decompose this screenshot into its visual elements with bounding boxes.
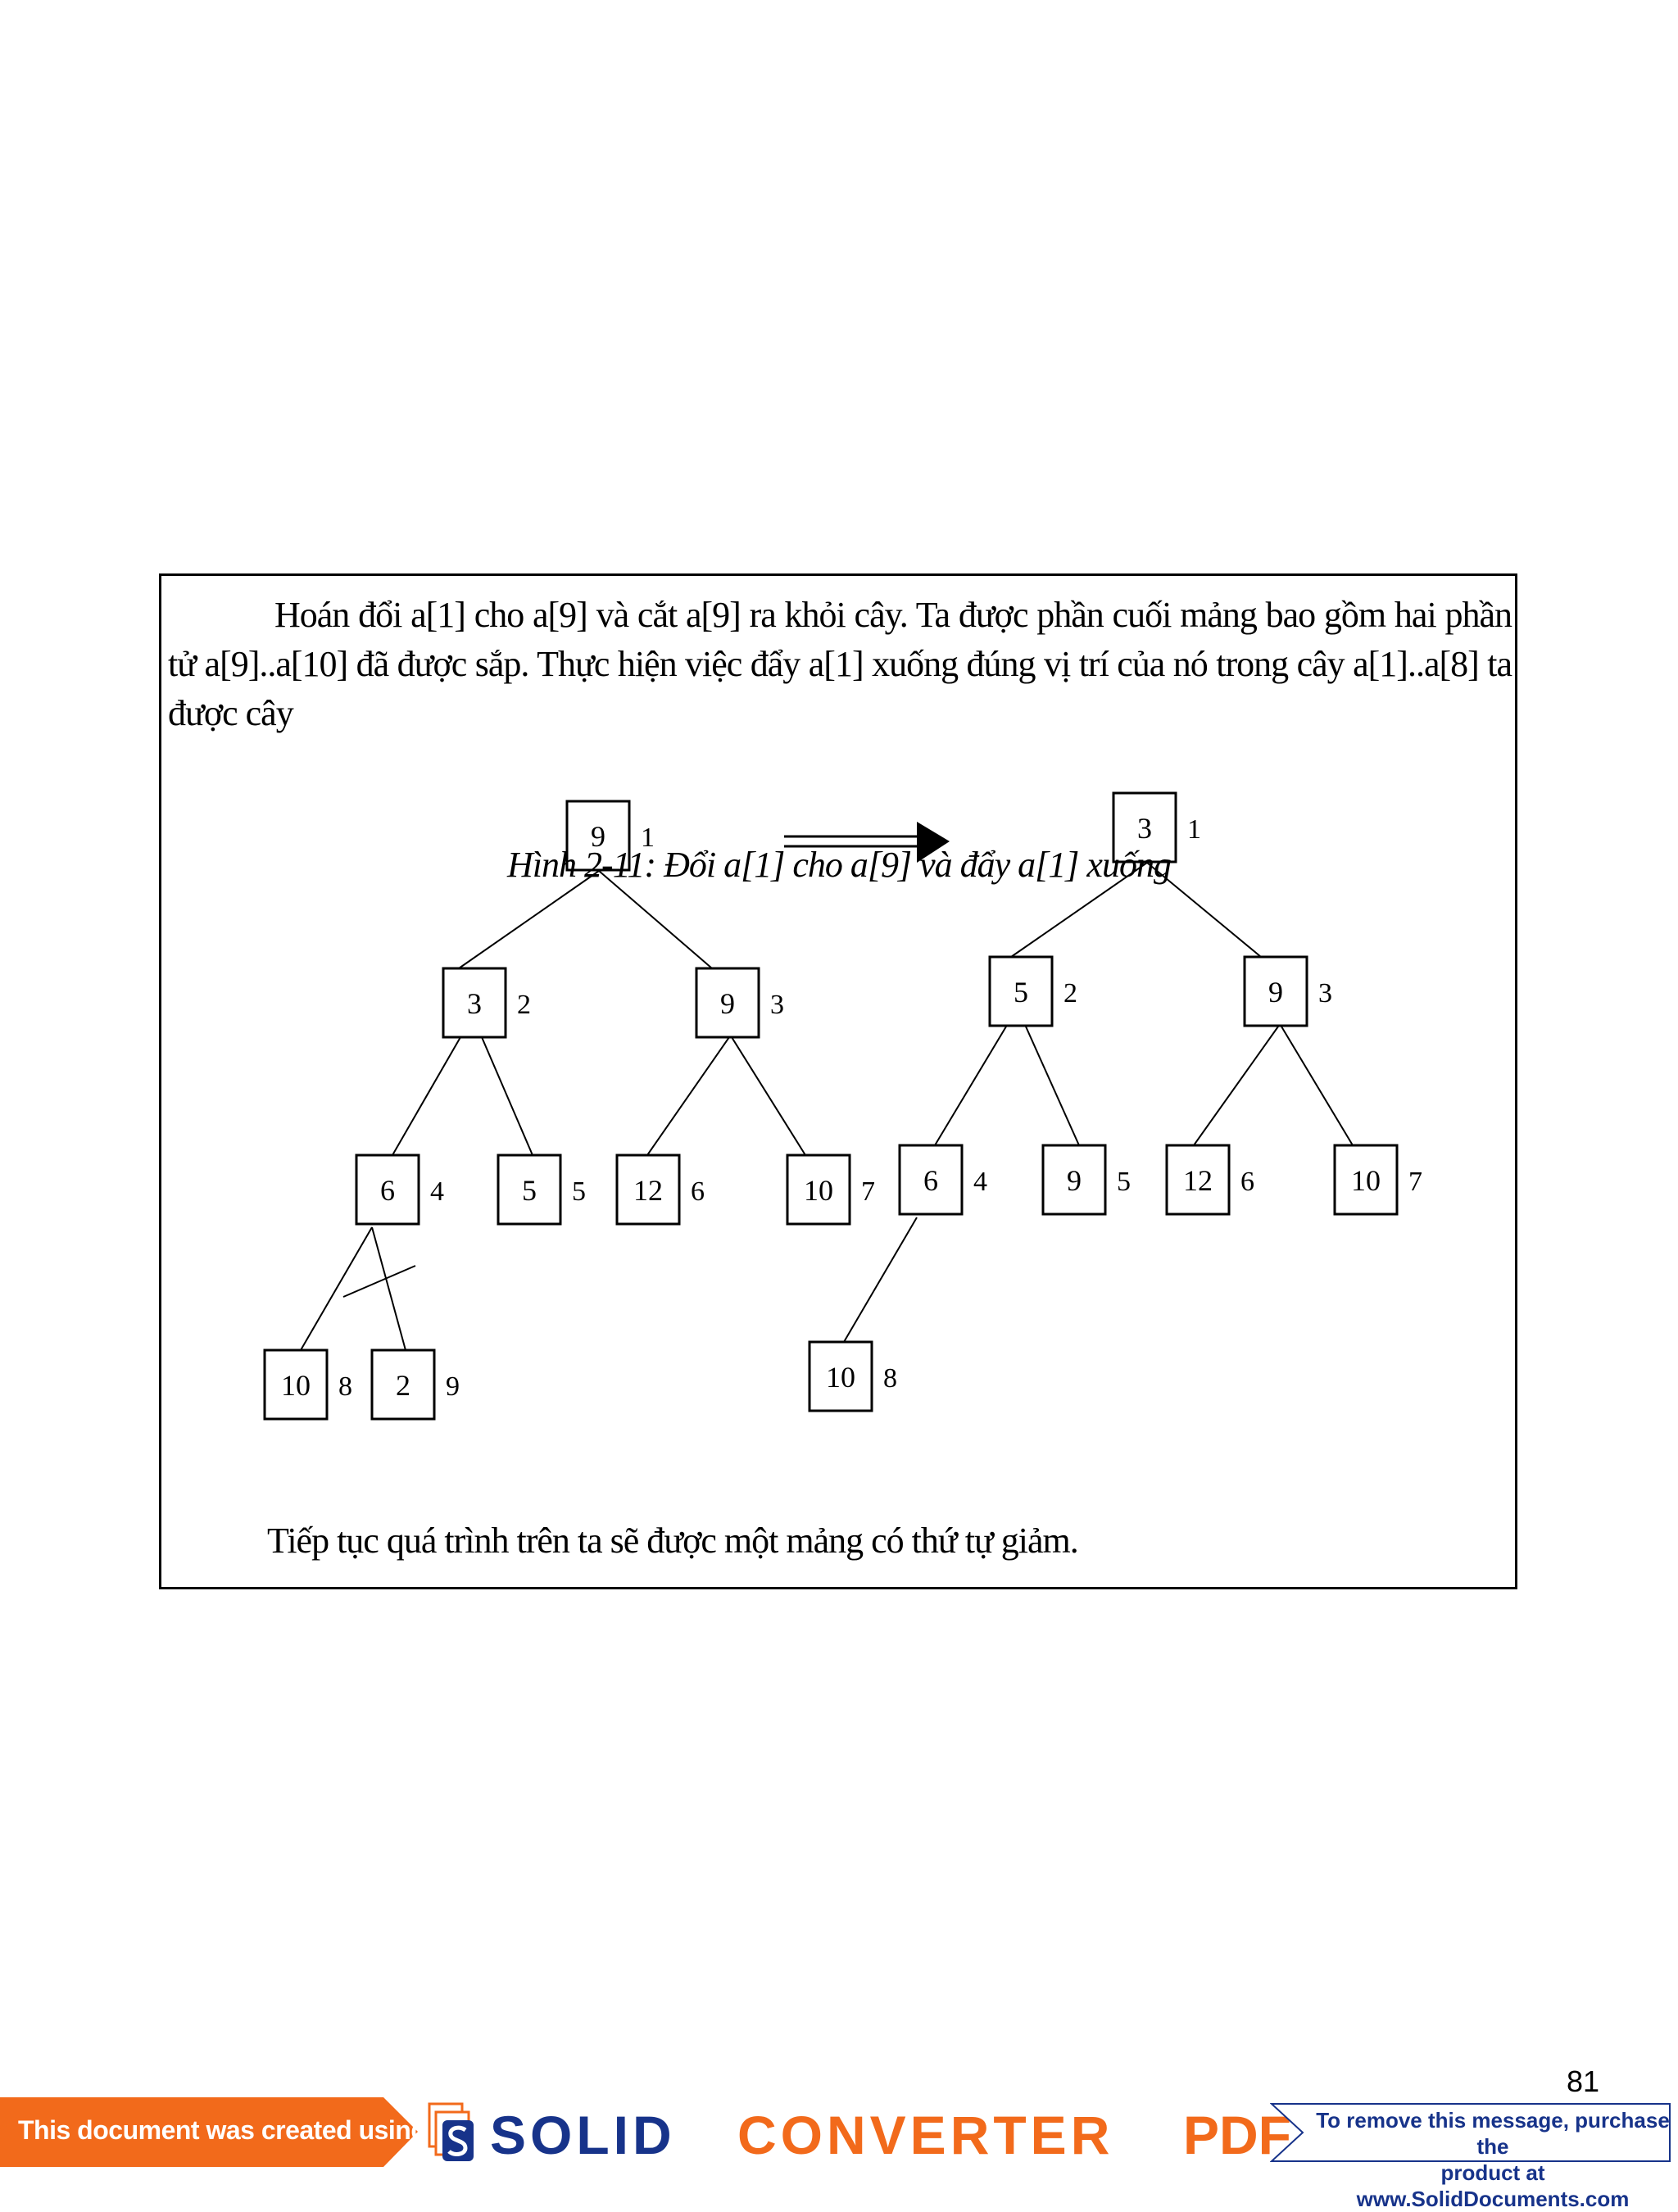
node-index: 2 bbox=[1063, 978, 1077, 1009]
node-value: 6 bbox=[380, 1174, 395, 1207]
node-box bbox=[355, 1154, 420, 1226]
node-index: 4 bbox=[430, 1176, 444, 1207]
node-index: 2 bbox=[517, 990, 531, 1020]
node-value: 3 bbox=[467, 987, 482, 1020]
node-index: 5 bbox=[572, 1176, 586, 1207]
right-tree-node-8: 10 8 bbox=[808, 1340, 897, 1412]
brand-solid: SOLID bbox=[490, 2105, 676, 2165]
node-value: 9 bbox=[1268, 976, 1283, 1009]
node-box bbox=[1333, 1144, 1399, 1216]
node-value: 12 bbox=[633, 1174, 663, 1207]
node-value: 10 bbox=[281, 1369, 311, 1402]
node-box bbox=[497, 1154, 562, 1226]
node-box bbox=[786, 1154, 851, 1226]
left-tree-node-7: 10 7 bbox=[786, 1154, 875, 1226]
remove-message-text: To remove this message, purchase the pro… bbox=[1313, 2107, 1673, 2212]
node-box bbox=[263, 1349, 329, 1421]
node-index: 3 bbox=[770, 990, 784, 1020]
node-value: 5 bbox=[1014, 976, 1028, 1009]
figure-caption: Hình 2-11: Đổi a[1] cho a[9] và đẩy a[1]… bbox=[507, 845, 1172, 885]
closing-paragraph: Tiếp tục quá trình trên ta sẽ được một m… bbox=[267, 1521, 1079, 1561]
node-value: 6 bbox=[923, 1164, 938, 1197]
node-value: 2 bbox=[396, 1369, 410, 1402]
node-index: 1 bbox=[641, 823, 655, 853]
left-tree-node-6: 12 6 bbox=[615, 1154, 705, 1226]
content-frame: Hoán đổi a[1] cho a[9] và cắt a[9] ra kh… bbox=[159, 573, 1517, 1589]
created-using-ribbon bbox=[0, 2097, 418, 2167]
created-using-text: This document was created using bbox=[18, 2115, 427, 2145]
node-value: 9 bbox=[1067, 1164, 1082, 1197]
solid-documents-logo-icon bbox=[428, 2102, 474, 2161]
cut-mark bbox=[342, 1265, 416, 1298]
brand-converter: CONVERTER bbox=[737, 2105, 1114, 2165]
node-index: 7 bbox=[1408, 1167, 1422, 1197]
remove-message-link[interactable]: To remove this message, purchase the pro… bbox=[1270, 2102, 1673, 2211]
node-value: 9 bbox=[720, 987, 735, 1020]
node-value: 5 bbox=[522, 1174, 537, 1207]
node-index: 8 bbox=[883, 1363, 897, 1394]
node-box bbox=[898, 1144, 964, 1216]
node-index: 9 bbox=[446, 1371, 460, 1402]
node-value: 10 bbox=[1351, 1164, 1381, 1197]
node-index: 6 bbox=[691, 1176, 705, 1207]
node-box bbox=[370, 1349, 436, 1421]
node-box bbox=[808, 1340, 873, 1412]
node-box bbox=[1243, 955, 1308, 1027]
brand-pdf: PDF bbox=[1183, 2105, 1291, 2165]
node-index: 3 bbox=[1318, 978, 1332, 1009]
node-value: 9 bbox=[591, 820, 605, 853]
node-index: 5 bbox=[1117, 1167, 1131, 1197]
page-number: 81 bbox=[1567, 2065, 1600, 2098]
node-value: 3 bbox=[1137, 812, 1152, 845]
remove-message-line1: To remove this message, purchase the bbox=[1316, 2108, 1670, 2159]
remove-message-frame bbox=[1270, 2103, 1671, 2162]
left-tree-node-8: 10 8 bbox=[263, 1349, 352, 1421]
right-tree-node-6: 12 6 bbox=[1165, 1144, 1254, 1216]
node-box bbox=[1041, 1144, 1107, 1216]
right-tree-node-7: 10 7 bbox=[1333, 1144, 1422, 1216]
node-box bbox=[1165, 1144, 1231, 1216]
node-box bbox=[442, 967, 507, 1039]
node-box bbox=[988, 955, 1054, 1027]
node-index: 1 bbox=[1187, 814, 1201, 845]
remove-message-line2: product at www.SolidDocuments.com bbox=[1356, 2160, 1630, 2211]
node-box bbox=[1112, 791, 1177, 863]
node-value: 10 bbox=[826, 1361, 855, 1394]
node-index: 7 bbox=[861, 1176, 875, 1207]
node-index: 6 bbox=[1240, 1167, 1254, 1197]
right-arrow-icon bbox=[784, 822, 950, 863]
node-box bbox=[695, 967, 760, 1039]
intro-paragraph: Hoán đổi a[1] cho a[9] và cắt a[9] ra kh… bbox=[168, 595, 1512, 733]
node-box bbox=[565, 800, 631, 872]
node-box bbox=[615, 1154, 681, 1226]
node-index: 8 bbox=[338, 1371, 352, 1402]
node-value: 10 bbox=[804, 1174, 833, 1207]
footer-banner: This document was created using SOLID CO… bbox=[0, 2097, 1678, 2211]
node-index: 4 bbox=[973, 1167, 987, 1197]
node-value: 12 bbox=[1183, 1164, 1213, 1197]
